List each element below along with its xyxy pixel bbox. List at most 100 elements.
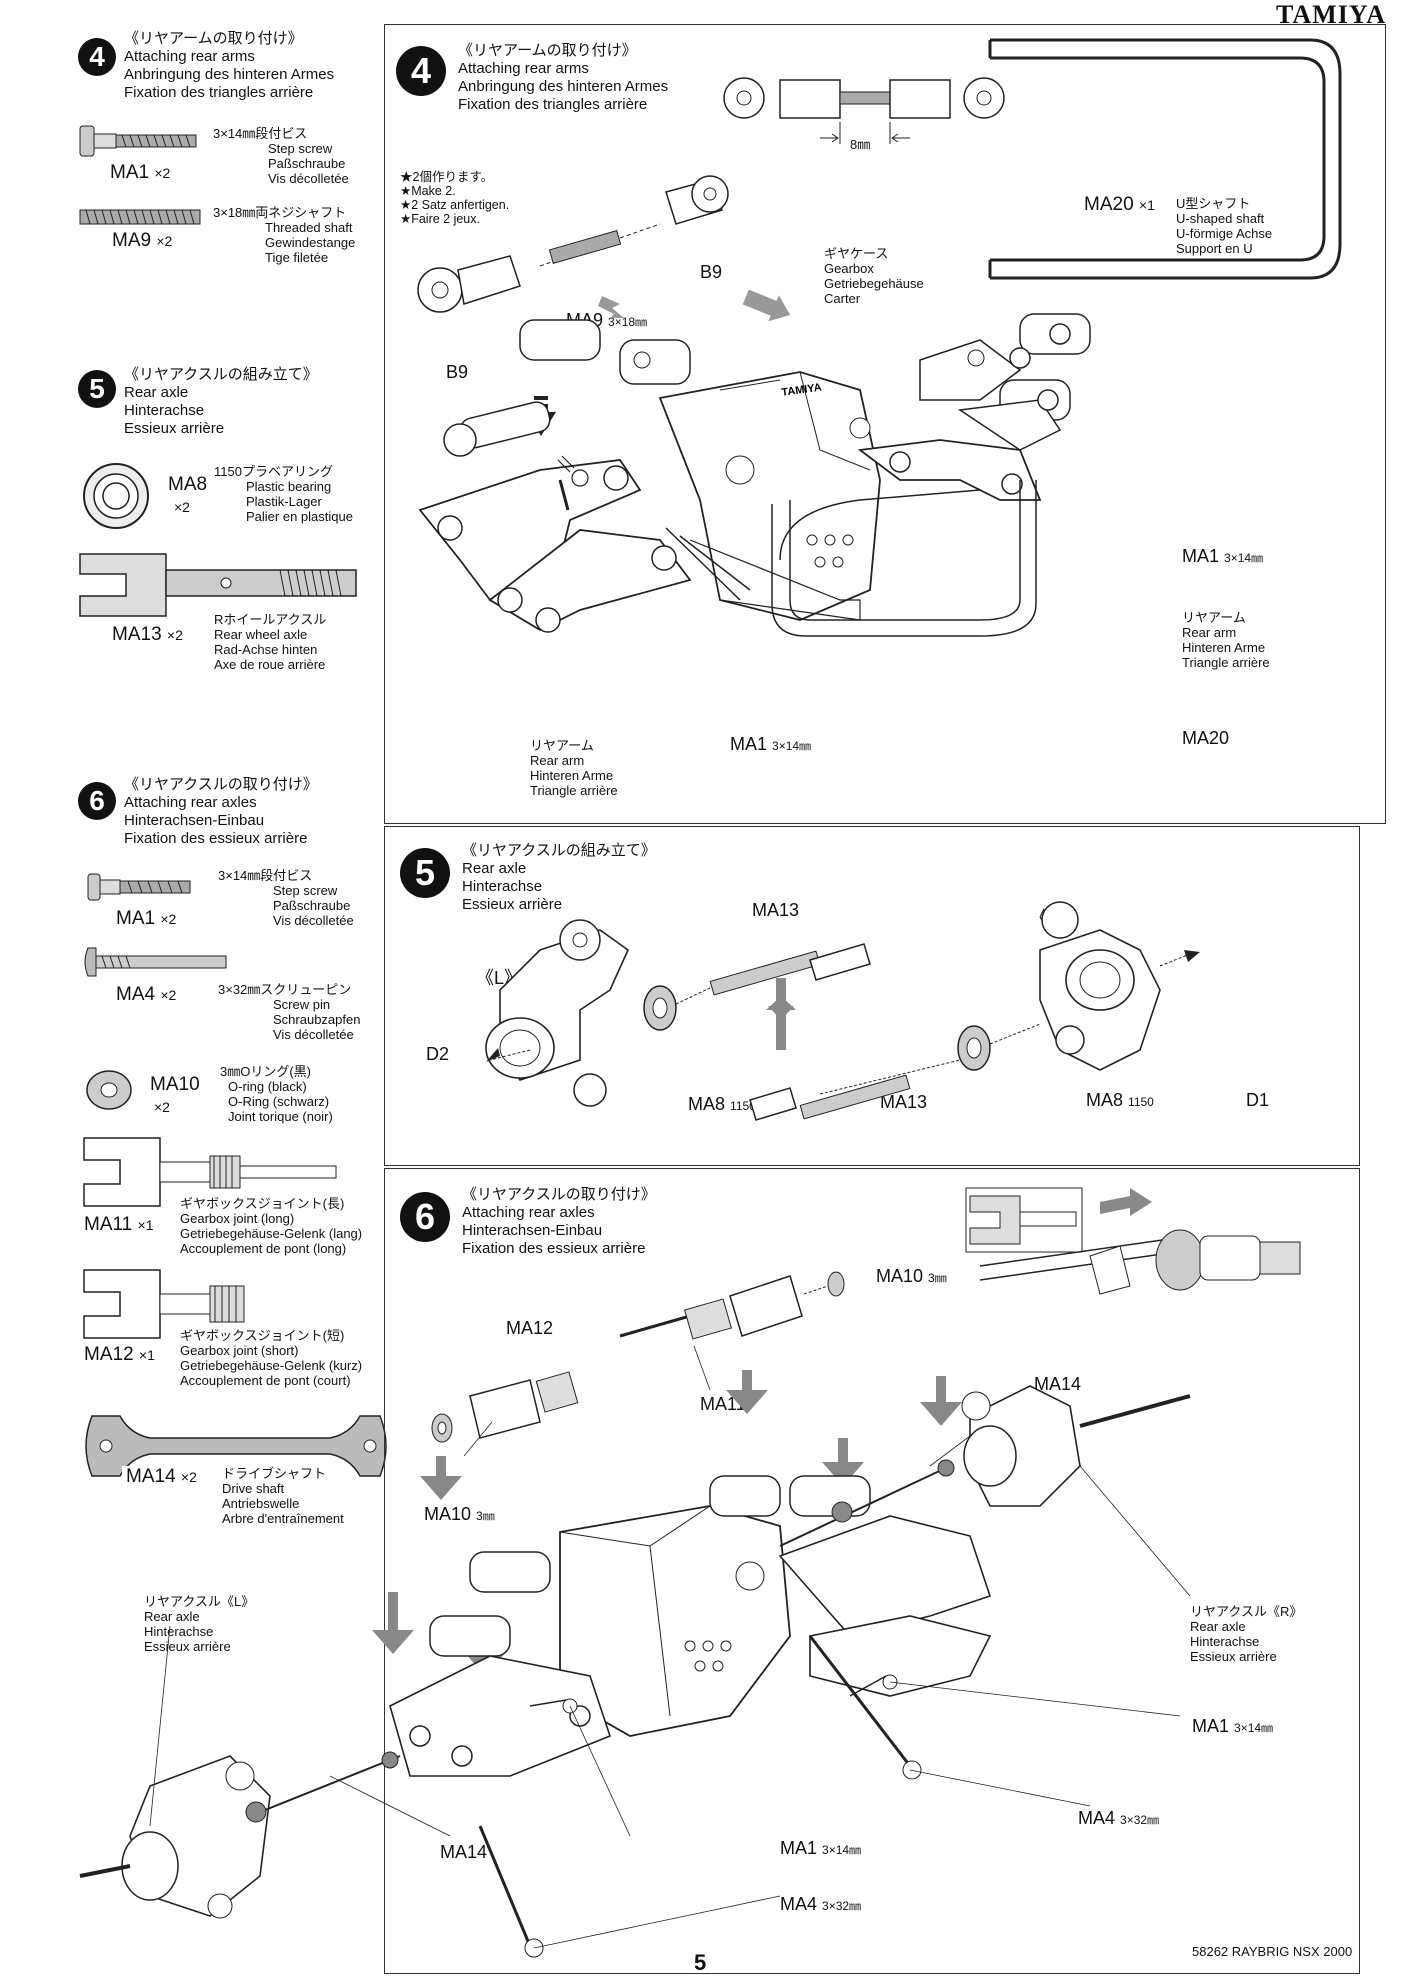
part-ma8: MA8 ×2: [168, 474, 207, 518]
part-ma1-qty: ×2: [154, 165, 171, 181]
part-ma10-spec: 3㎜Oリング(黒): [220, 1064, 312, 1079]
part-ma1-b-code: MA1: [116, 908, 156, 929]
step-6-panel: [384, 1168, 1360, 1974]
panel-5-ma8-right-spec: 1150: [1128, 1095, 1154, 1109]
part-ma1-b-qty: ×2: [160, 911, 177, 927]
note-en: ★Make 2.: [400, 184, 456, 198]
panel-4-ma1-right-spec: 3×14㎜: [1224, 551, 1264, 565]
panel-4-title-fr: Fixation des triangles arrière: [458, 96, 648, 113]
step-5-title-jp: 《リヤアクスルの組み立て》: [124, 366, 318, 383]
panel-5-title-de: Hinterachse: [462, 878, 543, 895]
part-ma9: MA9 ×2: [112, 230, 172, 252]
step-4-title-de: Anbringung des hinteren Armes: [124, 66, 335, 83]
part-ma8-qty: ×2: [174, 499, 190, 515]
part-ma10: MA10 ×2: [150, 1074, 200, 1118]
panel-5-ma8-left-spec: 1150: [730, 1099, 756, 1113]
part-ma12-qty: ×1: [138, 1347, 155, 1363]
panel-6-ma10-top: MA10 3㎜: [876, 1266, 947, 1287]
part-ma14-qty: ×2: [180, 1469, 197, 1485]
note-jp: ★2個作ります。: [400, 170, 494, 184]
panel-6-ma1-right-spec: 3×14㎜: [1234, 1721, 1274, 1735]
rear-axle-assembly-drawing: [485, 901, 1200, 1121]
panel-6-ma10-bottom-spec: 3㎜: [476, 1509, 495, 1523]
panel-4-number: 4: [396, 46, 446, 96]
part-ma11-code: MA11: [84, 1214, 133, 1235]
part-ma20-code: MA20: [1084, 194, 1134, 215]
panel-6-ma1-right-code: MA1: [1192, 1716, 1230, 1736]
panel-5-number: 5: [400, 848, 450, 898]
part-ma1-b-en: Step screw: [273, 883, 338, 898]
grey-arrow-icon: [742, 289, 791, 322]
rear-wheel-axle-illustration: [79, 553, 357, 617]
panel-5-title-en: Rear axle: [462, 860, 527, 877]
assembled-rod-illustration: [723, 77, 1005, 144]
step-4-title-en: Attaching rear arms: [124, 48, 255, 65]
part-ma13-spec: Rホイールアクスル: [214, 612, 327, 627]
rear-axle-left-label: リヤアクスル《L》 Rear axle Hinterachse Essieux …: [144, 1594, 254, 1654]
panel-5-title-fr: Essieux arrière: [462, 896, 563, 913]
part-ma14-spec: ドライブシャフト: [222, 1466, 327, 1481]
part-ma10-desc: 3㎜Oリング(黒) O-ring (black) O-Ring (schwarz…: [220, 1064, 333, 1124]
part-ma14-code: MA14: [126, 1466, 176, 1487]
panel-5-ma13-bottom: MA13: [880, 1092, 928, 1112]
panel-5-ma8-right-code: MA8: [1086, 1090, 1124, 1110]
part-ma10-qty: ×2: [154, 1099, 170, 1115]
part-ma8-en: Plastic bearing: [246, 479, 332, 494]
panel-4-b9-bottom: B9: [446, 362, 469, 382]
o-ring-illustration: [86, 1070, 132, 1110]
panel-4-ma1-bottom-spec: 3×14㎜: [772, 739, 812, 753]
threaded-shaft-illustration: [79, 209, 201, 225]
part-ma12-desc: ギヤボックスジョイント(短) Gearbox joint (short) Get…: [180, 1328, 362, 1388]
step-5-panel: [384, 826, 1360, 1166]
part-ma9-fr: Tige filetée: [265, 250, 329, 265]
gearbox-label: ギヤケース Gearbox Getriebegehäuse Carter: [824, 246, 924, 306]
rear-arm-right-label: リヤアーム Rear arm Hinteren Arme Triangle ar…: [1182, 610, 1270, 670]
rear-arm-right-jp: リヤアーム: [1182, 610, 1246, 625]
panel-6-ma14-bottom: MA14: [440, 1842, 488, 1862]
part-ma9-qty: ×2: [156, 233, 173, 249]
panel-6-title-fr: Fixation des essieux arrière: [462, 1240, 646, 1257]
footer-model: 58262 RAYBRIG NSX 2000: [1192, 1944, 1353, 1959]
step-4-title-fr: Fixation des triangles arrière: [124, 84, 314, 101]
panel-4-ma1-right-code: MA1: [1182, 546, 1220, 566]
part-ma13-fr: Axe de roue arrière: [214, 657, 326, 672]
panel-6-ma10-top-spec: 3㎜: [928, 1271, 947, 1285]
part-ma11-qty: ×1: [137, 1217, 154, 1233]
panel-4-ma1-bottom: MA1 3×14㎜: [730, 734, 811, 755]
part-ma4-fr: Vis décolletée: [273, 1027, 354, 1042]
gearbox-fr: Carter: [824, 291, 861, 306]
rear-axle-left-jp: リヤアクスル《L》: [144, 1594, 255, 1609]
rear-axle-right-label: リヤアクスル《R》 Rear axle Hinterachse Essieux …: [1190, 1604, 1302, 1664]
part-ma11-spec: ギヤボックスジョイント(長): [180, 1196, 345, 1211]
plastic-bearing-illustration: [83, 463, 149, 529]
step-5-number: 5: [78, 370, 116, 408]
part-ma4-desc: 3×32㎜スクリューピン Screw pin Schraubzapfen Vis…: [218, 982, 360, 1042]
panel-4-title-en: Attaching rear arms: [458, 60, 589, 77]
panel-5-ma8-right: MA8 1150: [1086, 1090, 1154, 1111]
part-ma8-spec: 1150プラベアリング: [214, 464, 333, 479]
part-ma4-qty: ×2: [160, 987, 177, 1003]
part-ma8-fr: Palier en plastique: [246, 509, 353, 524]
part-ma10-en: O-ring (black): [228, 1079, 307, 1094]
step-4-panel: [384, 24, 1386, 824]
gearbox-en: Gearbox: [824, 261, 874, 276]
part-ma9-desc: 3×18㎜両ネジシャフト Threaded shaft Gewindestang…: [213, 205, 355, 265]
step-screw-illustration: [79, 125, 197, 157]
rear-axle-installation-drawing: [79, 1187, 1301, 1958]
rear-arm-left-fr: Triangle arrière: [530, 783, 618, 798]
step-6-title-jp: 《リヤアクスルの取り付け》: [124, 776, 318, 793]
part-ma20-de: U-förmige Achse: [1176, 226, 1273, 241]
rear-arm-right-de: Hinteren Arme: [1182, 640, 1266, 655]
part-ma20-fr: Support en U: [1176, 241, 1253, 256]
panel-4-title-jp: 《リヤアームの取り付け》: [458, 42, 637, 59]
panel-6-ma1-bottom-spec: 3×14㎜: [822, 1843, 862, 1857]
step-4-header: 《リヤアームの取り付け》 Attaching rear arms Anbring…: [124, 30, 334, 102]
part-ma12-spec: ギヤボックスジョイント(短): [180, 1328, 345, 1343]
step-screw-illustration-2: [87, 873, 191, 901]
part-ma9-code: MA9: [112, 230, 152, 251]
part-ma13: MA13 ×2: [112, 624, 183, 646]
note-fr: ★Faire 2 jeux.: [400, 212, 480, 226]
panel-5-ma8-left-code: MA8: [688, 1094, 726, 1114]
panel-6-title-en: Attaching rear axles: [462, 1204, 595, 1221]
part-ma13-en: Rear wheel axle: [214, 627, 308, 642]
